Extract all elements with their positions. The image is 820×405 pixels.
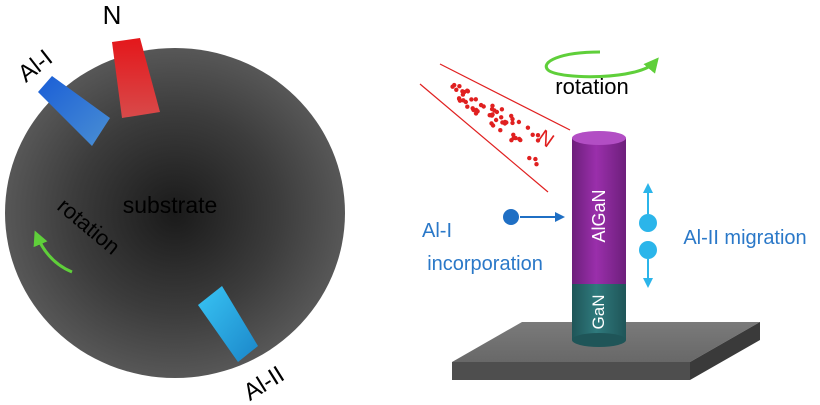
n-flux-particle [492, 108, 497, 113]
al1-label-line2: incorporation [427, 253, 543, 275]
al1-atom [503, 209, 519, 225]
n-flux-particle [470, 106, 475, 111]
n-flux-particle [527, 155, 532, 161]
n-flux-particle [490, 112, 495, 117]
al1-label-line1: Al-I [422, 220, 452, 242]
n-flux-particle [502, 121, 508, 126]
n-flux-particle [499, 107, 505, 112]
n-flux-particle [513, 135, 518, 141]
n-flux-particle [478, 102, 484, 108]
n-flux-particle [535, 138, 541, 143]
al1-source [38, 76, 110, 146]
n-flux-particle [454, 87, 459, 93]
platform-side [690, 322, 760, 380]
nitrogen-source [112, 38, 160, 118]
n-flux-particle [473, 97, 478, 102]
n-flux-particle [525, 125, 531, 130]
n-flux-particle [490, 123, 496, 128]
al2-atom-lower [639, 241, 657, 259]
n-flux-particle [490, 103, 495, 109]
n-flux-boundary-bottom [419, 83, 549, 193]
nitrogen-source-label: N [103, 0, 122, 30]
platform-front [452, 362, 690, 380]
rotation-arrow-icon [33, 230, 73, 274]
substrate-label: substrate [123, 192, 218, 218]
n-flux-particle [473, 111, 479, 116]
rotation-arrow-icon-right [544, 50, 659, 79]
rotation-label-right: rotation [555, 74, 628, 99]
n-flux-particle [457, 84, 462, 89]
n-flux-particle [469, 97, 474, 102]
al2-label: Al-II migration [683, 227, 806, 249]
n-flux-particle [530, 132, 535, 137]
n-flux-particle [452, 82, 457, 88]
n-flux-particle [516, 119, 522, 125]
al2-source [198, 286, 258, 362]
gan-label: GaN [589, 295, 608, 330]
left-panel: substrate rotation N Al-I Al-II [5, 0, 345, 405]
gan-segment [572, 282, 626, 340]
n-flux-particle [493, 117, 499, 123]
n-flux-particles [450, 82, 541, 167]
n-flux-particle [535, 133, 541, 138]
n-flux-particle [533, 156, 538, 162]
n-flux-particle [465, 104, 470, 109]
n-flux-boundary-top [439, 63, 571, 131]
n-flux-particle [498, 128, 503, 133]
n-flux-particle [499, 115, 504, 120]
n-flux-particle [510, 116, 515, 122]
n-flux-particle [461, 98, 466, 103]
algan-top [572, 131, 626, 145]
n-flux-particle [465, 88, 470, 93]
al2-source-label: Al-II [239, 361, 289, 405]
algan-label: AlGaN [589, 189, 609, 242]
n-flux-particle [534, 162, 539, 167]
right-panel: rotation N GaN AlGaN Al-I incorporation … [419, 50, 807, 380]
n-flux-particle [517, 136, 522, 142]
gan-bottom [572, 333, 626, 347]
n-flux-particle [510, 120, 515, 126]
algan-segment [572, 138, 626, 284]
n-flux-label: N [533, 126, 557, 152]
n-flux-particle [474, 107, 479, 113]
n-flux-particle [457, 98, 463, 103]
al2-atom-upper [639, 214, 657, 232]
n-flux-particle [509, 138, 514, 143]
